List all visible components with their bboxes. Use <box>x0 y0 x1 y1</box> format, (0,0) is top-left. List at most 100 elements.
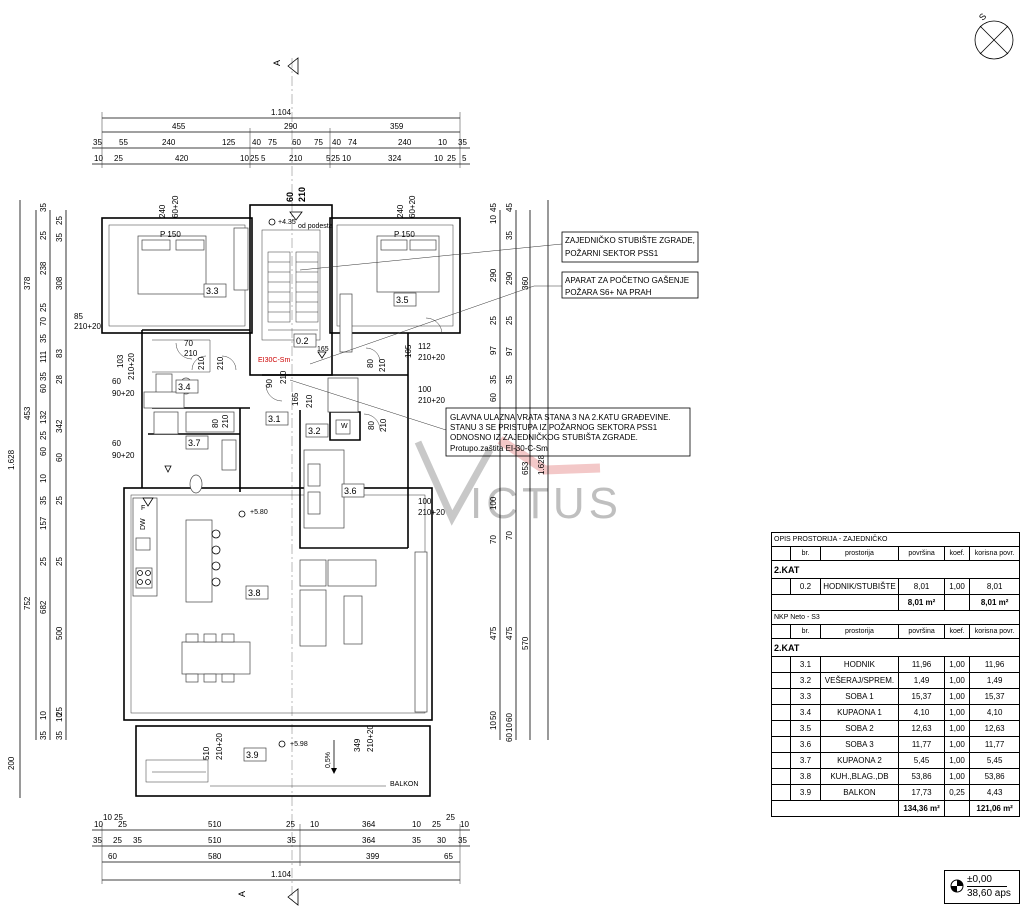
dim-bottom-label: 364 <box>362 820 376 829</box>
table-cell-blank <box>770 688 792 705</box>
dim-left-label: 35 <box>55 233 64 242</box>
section-a-label-bottom: A <box>237 891 247 897</box>
shower <box>153 411 179 435</box>
table-cell: 3.8 <box>790 768 821 785</box>
table-section-row: 2.KAT <box>771 560 1020 579</box>
dim-left-label: 10 <box>39 711 48 720</box>
dim-right-label: 475 <box>489 626 498 640</box>
table-cell: 0,25 <box>943 784 971 801</box>
dim-top-label: 74 <box>348 138 357 147</box>
dim-top-label: 10 <box>94 154 103 163</box>
table-cell: 5,45 <box>969 752 1020 769</box>
furniture <box>132 227 440 783</box>
table-cell: 1,00 <box>943 656 971 673</box>
table-cell: 3.9 <box>790 784 821 801</box>
table-cell: 11,77 <box>898 736 945 753</box>
level-label: +5.98 <box>290 741 308 748</box>
extinguisher-tag: 165 <box>317 346 329 353</box>
dim-left-label: 35 <box>39 496 48 505</box>
dim-top-label: 75 <box>314 138 323 147</box>
fire-door-label: EI30C-Sm <box>258 357 290 364</box>
dim-right-label: 290 <box>505 271 514 285</box>
table-cell-blank <box>770 704 792 721</box>
dim-left-label: 308 <box>55 276 64 290</box>
opening-label: 112 <box>418 342 431 351</box>
dim-bottom-label: 580 <box>208 852 222 861</box>
dim-top-label: 35 <box>458 138 467 147</box>
table-cell: 11,96 <box>898 656 945 673</box>
dim-bottom-label: 10 <box>310 820 319 829</box>
table-cell: 4,10 <box>898 704 945 721</box>
table-cell: 3.3 <box>790 688 821 705</box>
table-header-cell: površina <box>898 624 945 639</box>
opening-label: 90+20 <box>112 389 135 398</box>
level-marker-icon <box>950 879 964 893</box>
dim-right-label: 10 <box>505 723 514 732</box>
opening-label: 210 <box>197 356 206 370</box>
table-cell: 1,00 <box>943 720 971 737</box>
dim-bottom-label: 60 <box>108 852 117 861</box>
room-label: 3.5 <box>396 295 409 305</box>
table-cell: KUPAONA 2 <box>819 752 900 769</box>
table-header-cell: koef. <box>943 624 971 639</box>
dim-bottom-label: 30 <box>437 836 446 845</box>
opening-label: 80 <box>367 421 376 430</box>
bed-label: P 150 <box>160 230 181 239</box>
opening-label: 210 <box>279 370 288 384</box>
dim-top-label: 420 <box>175 154 189 163</box>
table-caption: NKP Neto - S3 <box>771 610 1020 625</box>
dim-left-label: 200 <box>7 756 16 770</box>
dim-left-total: 1.628 <box>7 449 16 470</box>
note-entrance-line1: GLAVNA ULAZNA VRATA STANA 3 NA 2.KATU GR… <box>450 413 671 422</box>
opening-label: 210 <box>305 394 314 408</box>
table-cell: 12,63 <box>898 720 945 737</box>
level-marker-icon <box>268 218 276 226</box>
dim-left-label: 10 <box>55 713 64 722</box>
table-cell: SOBA 2 <box>819 720 900 737</box>
table-cell: 11,77 <box>969 736 1020 753</box>
opening-label: 100 <box>418 497 432 506</box>
dim-bottom-label: 25 <box>432 820 441 829</box>
table-cell-blank <box>770 672 792 689</box>
table-cell: 1,00 <box>943 688 971 705</box>
level-absolute-label: 38,60 aps <box>967 888 1011 899</box>
sofa-side <box>299 589 327 647</box>
dim-left-label: 10 <box>39 474 48 483</box>
opening-label: 210+20 <box>74 322 101 331</box>
room-label: 3.6 <box>344 486 357 496</box>
room-label: 3.9 <box>246 750 259 760</box>
table-cell: SOBA 1 <box>819 688 900 705</box>
table-header-cell: prostorija <box>819 546 900 561</box>
dim-bottom-label: 510 <box>208 820 222 829</box>
dim-left-label: 28 <box>55 375 64 384</box>
table-cell-blank <box>770 784 792 801</box>
dim-left-label: 25 <box>39 431 48 440</box>
opening-label: 210+20 <box>215 733 224 760</box>
table-total-row: 8,01 m² 8,01 m² <box>770 594 1020 611</box>
wardrobe-right <box>339 293 353 353</box>
dim-bottom-label: 35 <box>458 836 467 845</box>
table-total-useful: 8,01 m² <box>969 594 1020 611</box>
north-label: S <box>977 11 988 22</box>
dim-top-label: 40 <box>332 138 341 147</box>
table-cell: 8,01 <box>898 578 945 595</box>
table-cell: 3.5 <box>790 720 821 737</box>
table-cell: 4,10 <box>969 704 1020 721</box>
dim-left-label: 25 <box>55 496 64 505</box>
opening-label: 210+20 <box>418 508 445 517</box>
opening-label: 85 <box>74 312 83 321</box>
dim-bottom-label: 25 <box>113 836 122 845</box>
dim-top-label: 210 <box>289 154 303 163</box>
dim-left-label: 453 <box>23 406 32 420</box>
dimension-chains-bottom: 10 25 10 25 510 25 10 364 10 25 25 10 35… <box>92 813 470 884</box>
dim-top-label: 35 <box>93 138 102 147</box>
opening-label: 165 <box>291 392 300 406</box>
dim-bottom-label: 35 <box>133 836 142 845</box>
opening-label: 510 <box>202 746 211 760</box>
dim-bottom-label: 35 <box>287 836 296 845</box>
